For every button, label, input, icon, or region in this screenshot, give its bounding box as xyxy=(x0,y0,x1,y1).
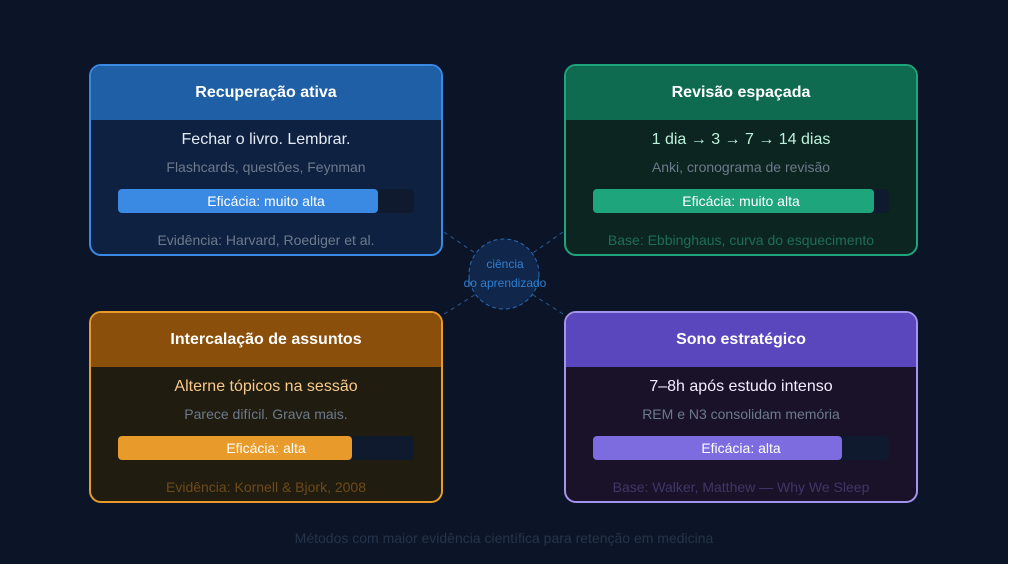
diagram-canvas: ciência do aprendizado Recuperação ativa… xyxy=(0,0,1008,564)
card-main-text: Fechar o livro. Lembrar. xyxy=(181,131,351,148)
efficacy-bar-label: Eficácia: alta xyxy=(226,440,306,456)
card-main-text: 1 dia → 3 → 7 → 14 dias xyxy=(651,131,831,148)
card-footnote: Base: Walker, Matthew — Why We Sleep xyxy=(612,479,870,495)
card-footnote: Base: Ebbinghaus, curva do esquecimento xyxy=(607,232,875,248)
hub-label-line1: ciência xyxy=(486,257,524,271)
efficacy-bar: Eficácia: muito alta xyxy=(593,189,889,213)
efficacy-bar-fill xyxy=(118,189,379,213)
card-footnote: Evidência: Harvard, Roediger et al. xyxy=(157,232,375,248)
card-sub-text: REM e N3 consolidam memória xyxy=(642,406,840,422)
efficacy-bar-label: Eficácia: alta xyxy=(701,440,781,456)
hub-label: ciência do aprendizado xyxy=(455,255,555,293)
footer-caption: Métodos com maior evidência científica p… xyxy=(294,530,714,546)
card-sono-estrategico: Sono estratégico 7–8h após estudo intens… xyxy=(564,311,918,503)
efficacy-bar-fill xyxy=(118,436,352,460)
card-intercalacao-de-assuntos: Intercalação de assuntos Alterne tópicos… xyxy=(89,311,443,503)
connector-top-left xyxy=(443,231,482,258)
card-title: Sono estratégico xyxy=(566,313,916,367)
card-title: Intercalação de assuntos xyxy=(91,313,441,367)
card-main-text: 7–8h após estudo intenso xyxy=(649,378,833,395)
card-sub-text: Flashcards, questões, Feynman xyxy=(166,159,366,175)
efficacy-bar-label: Eficácia: muito alta xyxy=(682,193,800,209)
efficacy-bar-label: Eficácia: muito alta xyxy=(207,193,325,209)
efficacy-bar-fill xyxy=(593,436,842,460)
card-main-text: Alterne tópicos na sessão xyxy=(174,378,358,395)
efficacy-bar: Eficácia: muito alta xyxy=(118,189,414,213)
card-title: Revisão espaçada xyxy=(566,66,916,120)
hub-label-line2: do aprendizado xyxy=(463,276,547,290)
connector-lines xyxy=(443,231,564,315)
efficacy-bar: Eficácia: alta xyxy=(118,436,414,460)
card-sub-text: Anki, cronograma de revisão xyxy=(651,159,831,175)
efficacy-bar-fill xyxy=(593,189,875,213)
hub-circle xyxy=(468,238,540,310)
card-recuperacao-ativa: Recuperação ativa Fechar o livro. Lembra… xyxy=(89,64,443,256)
efficacy-bar: Eficácia: alta xyxy=(593,436,889,460)
connector-bottom-left xyxy=(443,290,482,315)
connector-bottom-right xyxy=(526,290,564,315)
card-footnote: Evidência: Kornell & Bjork, 2008 xyxy=(166,479,366,495)
card-sub-text: Parece difícil. Grava mais. xyxy=(184,406,348,422)
card-revisao-espacada: Revisão espaçada 1 dia → 3 → 7 → 14 dias… xyxy=(564,64,918,256)
card-title: Recuperação ativa xyxy=(91,66,441,120)
